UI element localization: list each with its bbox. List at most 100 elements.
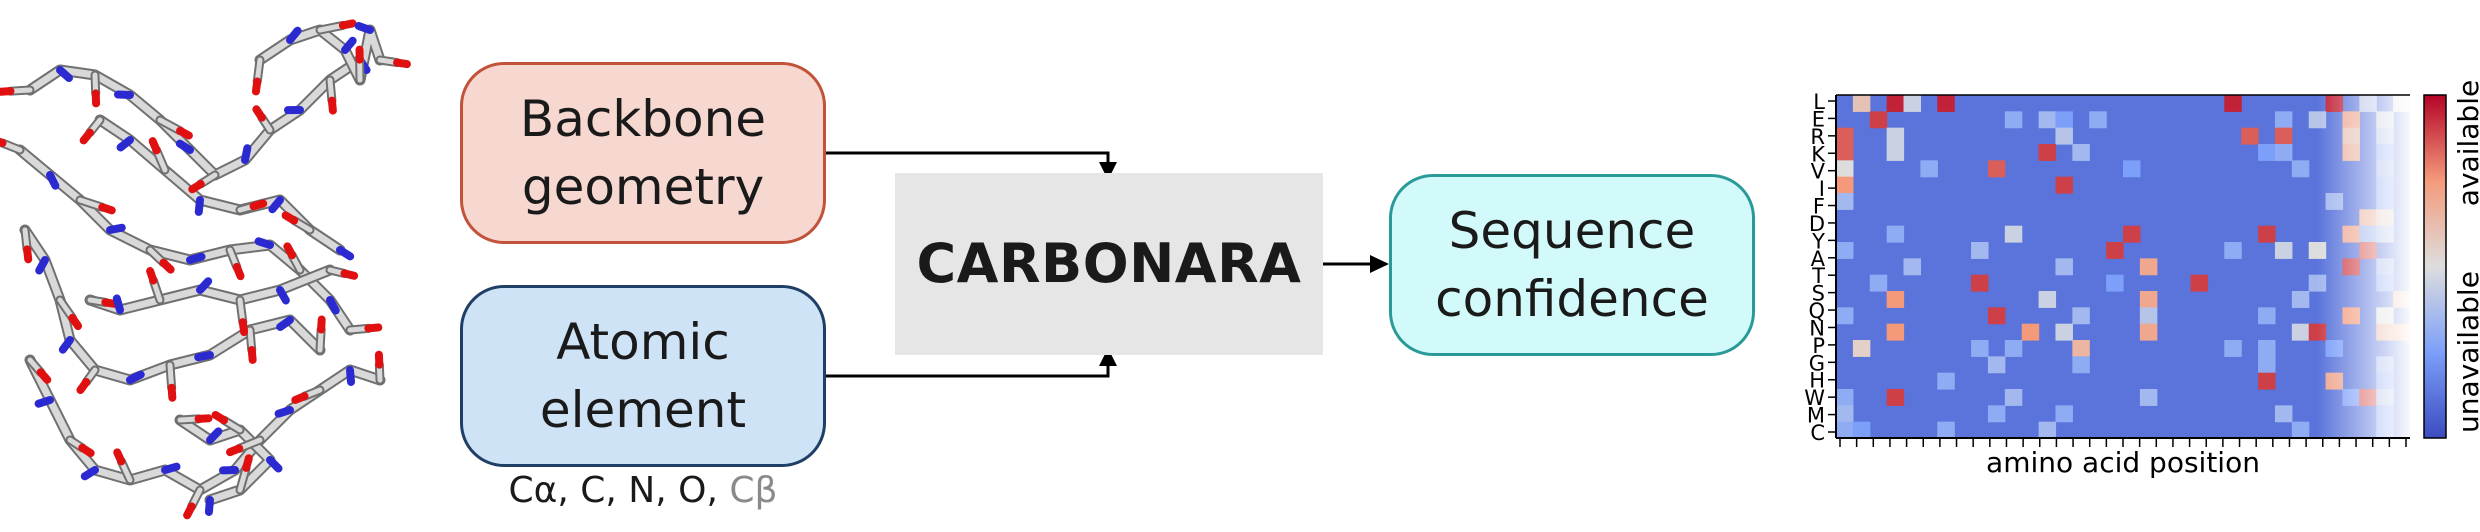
protein-backbone-stick-model-icon — [0, 19, 411, 520]
heatmap-cell — [2224, 242, 2242, 259]
y-tick-label: M — [1807, 404, 1825, 428]
heatmap-cell — [2274, 242, 2293, 259]
heatmap-cell — [2291, 421, 2310, 439]
heatmap-cell — [1836, 176, 1854, 194]
heatmap-cell — [2038, 421, 2057, 439]
heatmap-cell — [1836, 405, 1854, 423]
y-tick-label: G — [1809, 351, 1825, 375]
heatmap-cell — [1903, 95, 1922, 112]
heatmap-cell — [2258, 307, 2276, 325]
heatmap-cell — [2004, 225, 2023, 243]
heatmap-cell — [2258, 356, 2276, 374]
heatmap-cell — [1869, 274, 1888, 292]
heatmap-cell — [2224, 95, 2242, 112]
heatmap-cell — [1937, 372, 1955, 390]
y-tick-label: T — [1811, 264, 1825, 288]
heatmap-cell — [2139, 307, 2158, 325]
heatmap-cell — [1987, 356, 2006, 374]
y-tick-label: I — [1819, 177, 1825, 201]
heatmap-cell — [2072, 307, 2090, 325]
heatmap-cell — [2258, 372, 2276, 390]
sequence-line1: Sequence — [1448, 202, 1696, 260]
backbone-line2: geometry — [521, 158, 765, 216]
atomic-element-box: Atomic element — [460, 285, 826, 467]
colorbar-high-label: available — [2452, 80, 2480, 206]
y-tick-label: W — [1804, 386, 1825, 410]
heatmap-cell — [2274, 127, 2293, 145]
heatmap-cell — [2004, 111, 2023, 129]
y-tick-label: P — [1812, 334, 1825, 358]
y-tick-label: C — [1810, 421, 1825, 445]
heatmap-cell — [1836, 307, 1854, 325]
heatmap-cell — [1836, 127, 1854, 145]
heatmap-cell — [1903, 258, 1922, 276]
heatmap-cell — [1869, 111, 1888, 129]
heatmap-cell — [1937, 95, 1955, 112]
heatmap-cell — [1852, 340, 1871, 357]
heatmap-cell — [2123, 160, 2141, 178]
y-tick-label: H — [1809, 369, 1825, 393]
heatmap-cell — [2072, 340, 2090, 357]
heatmap-cell — [1987, 160, 2006, 178]
y-tick-label: D — [1809, 212, 1825, 236]
heatmap-cell — [2291, 291, 2310, 308]
y-tick-label: V — [1811, 160, 1826, 184]
arrow-sequence-head — [1370, 255, 1389, 273]
heatmap-cell — [1852, 95, 1871, 112]
heatmap-cell — [2258, 144, 2276, 161]
heatmap-cell — [2055, 258, 2073, 276]
y-tick-label: S — [1812, 282, 1825, 306]
sequence-confidence-box: Sequence confidence — [1389, 174, 1755, 356]
heatmap-cell — [2106, 242, 2124, 259]
heatmap-cell — [2055, 127, 2073, 145]
heatmap-cell — [1886, 225, 1905, 243]
heatmap-cell — [1937, 421, 1955, 439]
heatmap-cell — [1886, 291, 1905, 308]
heatmap-cell — [2123, 225, 2141, 243]
heatmap-background — [1836, 95, 2410, 438]
y-tick-label: F — [1813, 195, 1825, 219]
y-tick-label: R — [1810, 125, 1825, 149]
heatmap-cell — [1886, 389, 1905, 406]
y-tick-label: Y — [1811, 229, 1825, 253]
heatmap-cell — [1886, 127, 1905, 145]
heatmap-cell — [2089, 111, 2107, 129]
arrow-atomic-head — [1099, 348, 1117, 366]
heatmap-cell — [1987, 405, 2006, 423]
heatmap-cell — [2038, 144, 2057, 161]
heatmap-cell — [1971, 242, 1989, 259]
arrow-backbone-head — [1099, 162, 1117, 180]
heatmap-cell — [2038, 291, 2057, 308]
heatmap-cell — [1971, 274, 1989, 292]
atom-types-main: Cα, C, N, O, — [508, 470, 718, 511]
heatmap-cell — [1886, 323, 1905, 341]
x-axis-label: amino acid position — [1986, 446, 2260, 479]
y-tick-label: K — [1811, 142, 1826, 166]
carbonara-model-box: CARBONARA — [895, 173, 1323, 355]
colorbar-low-label: unavailable — [2452, 271, 2480, 433]
heatmap-cell — [1836, 160, 1854, 178]
heatmap-cell — [2139, 258, 2158, 276]
heatmap-fade — [2317, 94, 2414, 439]
colorbar — [2423, 94, 2447, 439]
heatmap-cell — [1971, 340, 1989, 357]
heatmap-cell — [2004, 340, 2023, 357]
atom-type-optional: Cβ — [729, 470, 778, 511]
heatmap-cell — [2291, 323, 2310, 341]
heatmap-cell — [2139, 323, 2158, 341]
heatmap-cell — [1836, 193, 1854, 210]
heatmap-cell — [1836, 389, 1854, 406]
heatmap-cell — [1836, 421, 1854, 439]
heatmap-cell — [2291, 160, 2310, 178]
heatmap-cell — [2224, 340, 2242, 357]
heatmap-cell — [2106, 274, 2124, 292]
heatmap-cell — [2274, 405, 2293, 423]
heatmap-cell — [2072, 144, 2090, 161]
heatmap-cell — [1886, 95, 1905, 112]
heatmap-cell — [1836, 242, 1854, 259]
y-tick-label: Q — [1808, 299, 1825, 323]
y-tick-label: L — [1813, 90, 1825, 114]
